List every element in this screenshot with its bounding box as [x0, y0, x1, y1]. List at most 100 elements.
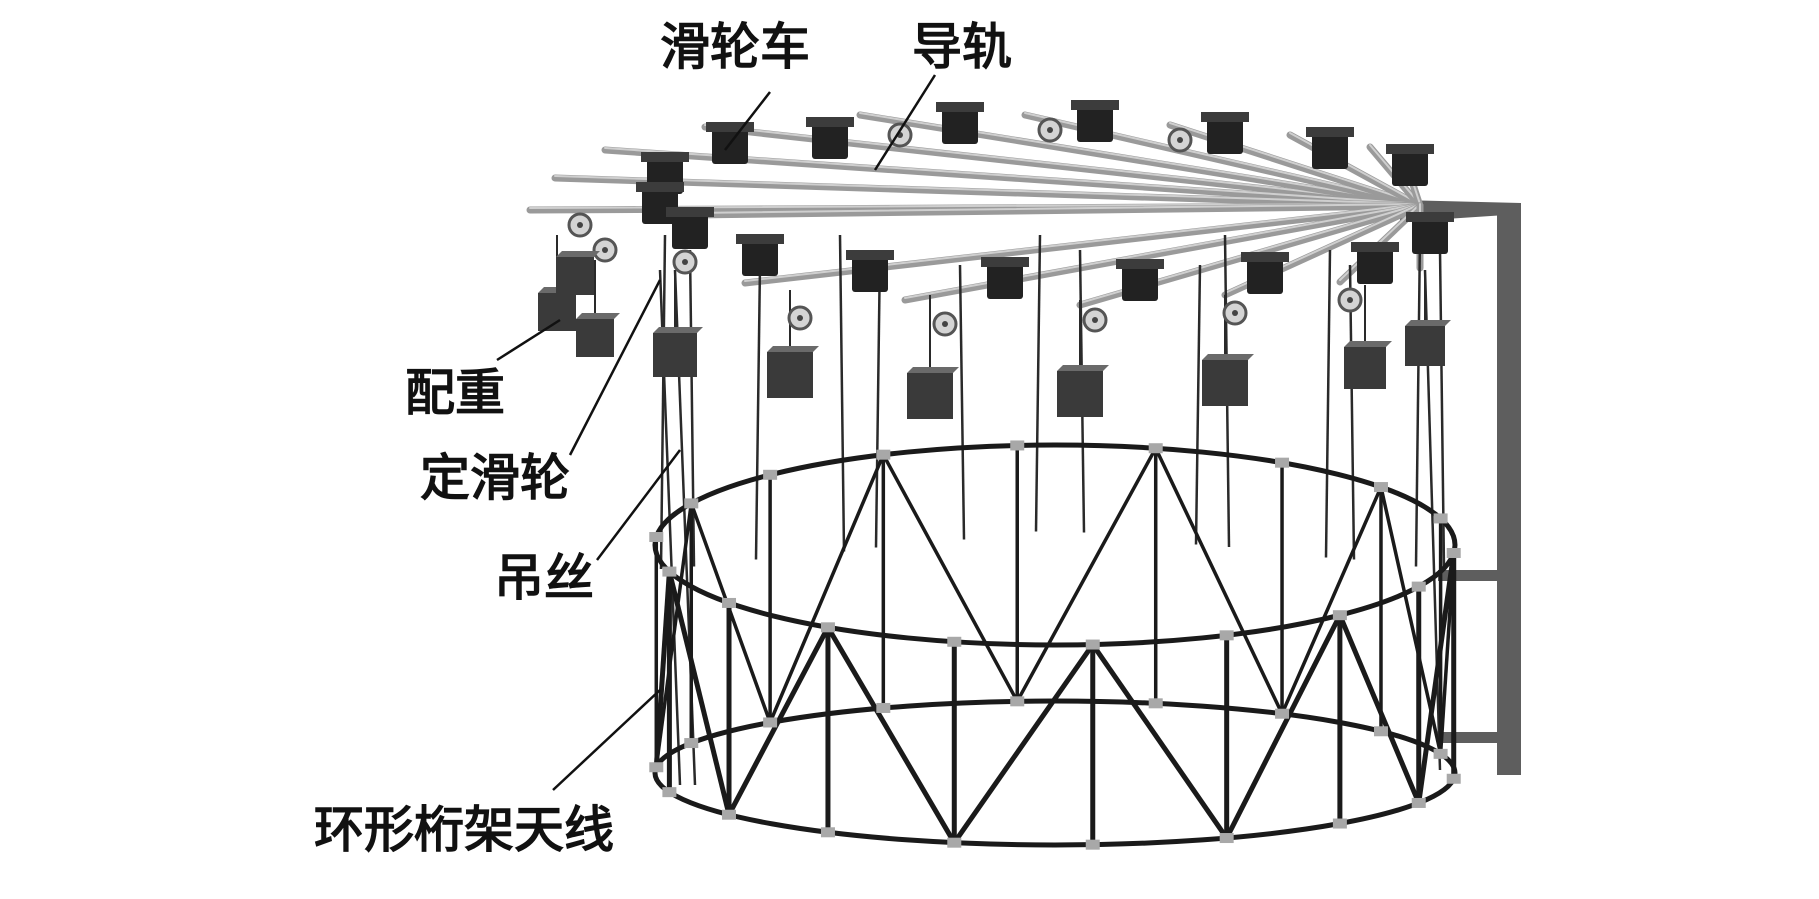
truss-node — [649, 762, 664, 773]
pulley-trolley-icon — [1207, 118, 1243, 154]
truss-diagonal-strut — [1224, 614, 1343, 840]
pulley-trolley-top — [1241, 252, 1289, 262]
suspension-wire — [659, 234, 667, 570]
truss-node — [820, 622, 835, 633]
truss-diagonal-strut — [1379, 486, 1443, 755]
truss-node — [947, 837, 962, 848]
truss-node — [1433, 513, 1448, 524]
leader-line — [724, 91, 771, 151]
truss-node — [1373, 726, 1388, 737]
truss-node — [1010, 696, 1025, 707]
truss-diagonal-strut — [881, 453, 1019, 703]
counterweight-block-top — [1344, 341, 1392, 347]
truss-node — [722, 809, 737, 820]
pulley-trolley-top — [641, 152, 689, 162]
guide-rail — [551, 174, 1424, 210]
counterweight-block-top — [1405, 320, 1451, 326]
pulley-trolleys — [636, 100, 1454, 301]
truss-node — [876, 702, 891, 713]
leader-line — [596, 449, 681, 561]
suspension-wire — [838, 234, 846, 552]
counterweight-block-icon — [556, 257, 594, 295]
label-suspension-wire: 吊丝 — [494, 548, 594, 607]
truss-diagonal-strut — [653, 571, 672, 768]
label-counterweight: 配重 — [405, 363, 505, 422]
counterweight-block-icon — [1405, 326, 1445, 366]
truss-node — [1411, 797, 1426, 808]
truss-node — [1433, 748, 1448, 759]
counterweight-block-icon — [576, 319, 614, 357]
label-pulley-trolley: 滑轮车 — [660, 17, 810, 76]
suspension-wire — [1034, 234, 1042, 532]
truss-node — [722, 597, 737, 608]
suspension-wire — [1194, 264, 1202, 545]
mast-arm-upper — [1438, 570, 1502, 581]
fixed-pulley-axle — [797, 315, 803, 321]
pulley-trolley-top — [1306, 127, 1354, 137]
pulley-trolley-icon — [1357, 248, 1393, 284]
leader-line — [496, 318, 561, 362]
truss-diagonal-strut — [666, 570, 732, 816]
suspension-wire — [958, 264, 966, 540]
fixed-pulley-axle — [602, 247, 608, 253]
truss-diagonal-strut — [1015, 447, 1158, 703]
pulley-trolley-top — [1351, 242, 1399, 252]
pulley-trolley-icon — [1392, 150, 1428, 186]
truss-diagonal-strut — [654, 503, 693, 768]
truss-node — [876, 449, 891, 460]
truss-node — [1446, 547, 1461, 558]
pulley-trolley-top — [1386, 144, 1434, 154]
counterweights — [538, 251, 1451, 419]
counterweight-block-top — [907, 367, 959, 373]
truss-node — [763, 469, 778, 480]
mast-column — [1497, 205, 1521, 775]
ring-truss — [649, 440, 1461, 850]
truss-node — [1332, 610, 1347, 621]
pulley-trolley-top — [1071, 100, 1119, 110]
fixed-pulley-axle — [1177, 137, 1183, 143]
truss-node — [1148, 443, 1163, 454]
guide-rails — [526, 111, 1424, 309]
guide-rail-highlight — [689, 203, 1421, 214]
fixed-pulley-axle — [682, 259, 688, 265]
counterweight-block-top — [653, 327, 703, 333]
counterweight-block-top — [576, 313, 620, 319]
pulley-trolley-top — [806, 117, 854, 127]
truss-diagonal-strut — [768, 453, 885, 724]
guide-rail — [741, 202, 1424, 287]
truss-node — [1085, 839, 1100, 850]
truss-node — [1275, 708, 1290, 719]
truss-node — [684, 498, 699, 509]
counterweight-block-icon — [538, 293, 576, 331]
truss-node — [1373, 482, 1388, 493]
counterweight-block-top — [1202, 354, 1254, 360]
pulley-trolley-top — [846, 250, 894, 260]
truss-node — [820, 827, 835, 838]
mast-arm-lower — [1438, 732, 1502, 743]
truss-node — [1219, 630, 1234, 641]
fixed-pulley-axle — [1347, 297, 1353, 303]
truss-node — [662, 787, 677, 798]
truss-node — [1148, 698, 1163, 709]
truss-node — [1446, 773, 1461, 784]
pulley-trolley-top — [1201, 112, 1249, 122]
pulley-trolley-top — [936, 102, 984, 112]
leader-line — [568, 279, 662, 456]
fixed-pulley-axle — [942, 321, 948, 327]
fixed-pulley-axle — [1047, 127, 1053, 133]
counterweight-block-top — [556, 251, 600, 257]
pulley-trolley-top — [981, 257, 1029, 267]
pulley-trolley-icon — [1312, 133, 1348, 169]
guide-rail-highlight — [554, 175, 1421, 205]
fixed-pulley-axle — [1092, 317, 1098, 323]
truss-top-ring-back — [652, 442, 1458, 546]
counterweight-block-icon — [653, 333, 697, 377]
counterweight-block-top — [1057, 365, 1109, 371]
leader-line — [552, 689, 661, 791]
leader-line — [873, 74, 937, 171]
truss-node — [1219, 833, 1234, 844]
truss-node — [1010, 440, 1025, 451]
guide-rail — [1286, 131, 1424, 210]
truss-node — [649, 532, 664, 543]
